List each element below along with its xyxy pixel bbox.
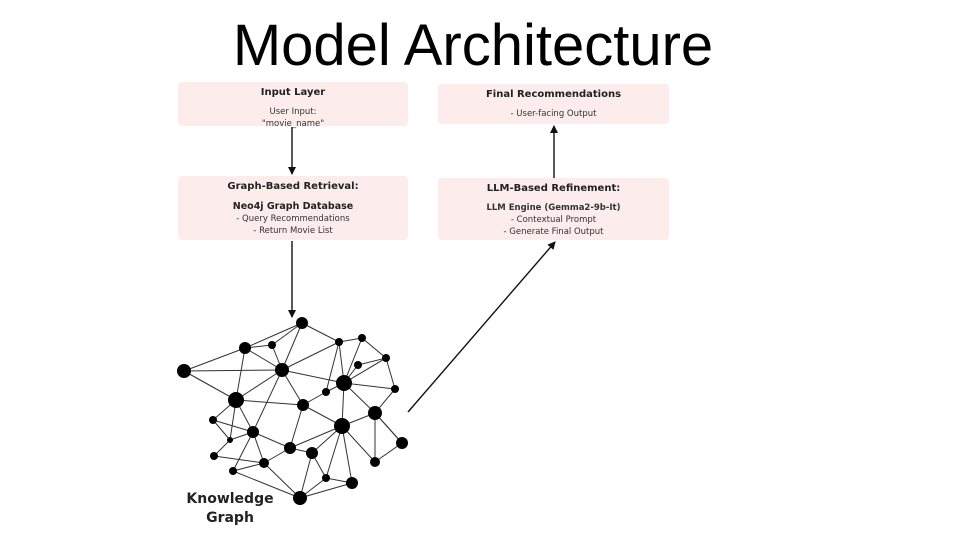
graph-edge: [341, 425, 353, 484]
graph-node: [275, 363, 289, 377]
graph-edge: [232, 462, 265, 472]
graph-node: [335, 338, 343, 346]
graph-node: [346, 477, 358, 489]
graph-edge: [341, 425, 376, 463]
graph-edge: [325, 341, 340, 393]
graph-edge: [289, 404, 304, 449]
graph-edge: [183, 347, 246, 372]
graph-edge: [357, 357, 387, 366]
knowledge-graph-network: [177, 317, 408, 505]
graph-edge: [385, 357, 396, 390]
graph-node: [322, 474, 330, 482]
llm-refinement-subheading: LLM Engine (Gemma2-9b-It): [486, 203, 621, 213]
graph-edge: [252, 369, 283, 433]
graph-edge: [263, 462, 301, 499]
graph-retrieval-line: - Query Recommendations: [236, 214, 350, 224]
graph-edge: [235, 347, 246, 401]
graph-edge: [343, 382, 396, 390]
graph-edge: [244, 322, 303, 349]
graph-node: [322, 388, 330, 396]
graph-node: [177, 364, 191, 378]
llm-refinement-line: - Generate Final Output: [503, 227, 604, 237]
slide-title: Model Architecture: [232, 13, 714, 78]
graph-edge: [325, 425, 343, 479]
graph-node: [370, 457, 380, 467]
graph-node: [297, 399, 309, 411]
graph-node: [358, 334, 366, 342]
graph-node: [209, 416, 217, 424]
graph-node: [354, 361, 362, 369]
graph-retrieval-line: - Return Movie List: [253, 226, 333, 236]
graph-edge: [212, 419, 231, 441]
graph-edge: [289, 425, 343, 449]
graph-node: [396, 437, 408, 449]
graph-node: [293, 491, 307, 505]
graph-edge: [252, 431, 291, 449]
final-recommendations-box: Final Recommendations - User-facing Outp…: [438, 84, 669, 124]
arrow-graph-to-refinement: [407, 241, 556, 413]
graph-node: [227, 437, 233, 443]
graph-edge: [281, 341, 340, 371]
knowledge-graph-label-line: Graph: [206, 510, 254, 526]
graph-node: [228, 392, 244, 408]
final-recommendations-line: - User-facing Output: [510, 109, 597, 119]
graph-edge: [281, 369, 345, 384]
input-layer-box: Input Layer User Input: "movie_name": [178, 82, 408, 129]
graph-retrieval-heading: Graph-Based Retrieval:: [227, 181, 359, 192]
graph-retrieval-subheading: Neo4j Graph Database: [232, 201, 354, 212]
graph-node: [229, 467, 237, 475]
graph-edge: [271, 322, 303, 346]
graph-edge: [343, 337, 363, 384]
graph-node: [334, 418, 350, 434]
llm-refinement-heading: LLM-Based Refinement:: [486, 183, 621, 194]
llm-refinement-line: - Contextual Prompt: [510, 215, 597, 225]
graph-edge: [299, 482, 353, 499]
graph-edge: [212, 419, 254, 433]
graph-node: [306, 447, 318, 459]
graph-edge: [343, 357, 387, 384]
input-layer-line: "movie_name": [261, 119, 325, 129]
graph-edge: [281, 322, 303, 371]
graph-node: [259, 458, 269, 468]
input-layer-heading: Input Layer: [260, 87, 326, 98]
graph-node: [284, 442, 296, 454]
graph-node: [210, 452, 218, 460]
knowledge-graph-label: Knowledge Graph: [180, 490, 280, 528]
graph-node: [368, 406, 382, 420]
graph-node: [268, 341, 276, 349]
graph-node: [382, 354, 390, 362]
graph-edge: [244, 347, 283, 371]
graph-edge: [361, 337, 387, 359]
graph-node: [336, 375, 352, 391]
graph-node: [391, 385, 399, 393]
graph-edge: [232, 470, 301, 499]
graph-edge: [183, 369, 283, 372]
graph-edge: [232, 431, 254, 472]
graph-edge: [299, 452, 313, 499]
llm-refinement-box: LLM-Based Refinement: LLM Engine (Gemma2…: [438, 178, 669, 240]
graph-node: [239, 342, 251, 354]
graph-edge: [235, 399, 304, 406]
graph-node: [296, 317, 308, 329]
final-recommendations-heading: Final Recommendations: [485, 89, 622, 100]
graph-node: [247, 426, 259, 438]
graph-edge: [235, 369, 283, 401]
input-layer-line: User Input:: [269, 107, 317, 117]
knowledge-graph-label-line: Knowledge: [186, 491, 274, 507]
graph-edge: [183, 370, 237, 401]
graph-edge: [301, 322, 340, 343]
graph-retrieval-box: Graph-Based Retrieval: Neo4j Graph Datab…: [178, 176, 408, 240]
